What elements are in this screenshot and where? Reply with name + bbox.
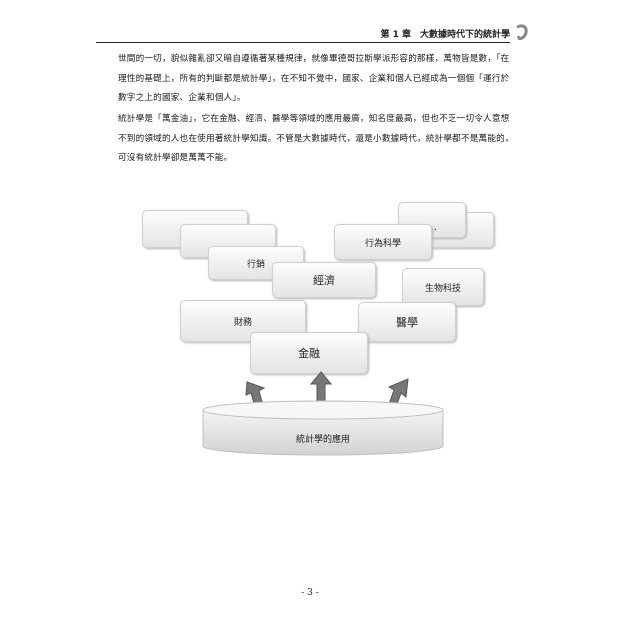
application-base-cylinder: [202, 400, 444, 456]
paragraph-1: 世間的一切，貌似雜亂卻又暗自遵循著某種規律，就像畢德哥拉斯學派形容的那樣，萬物皆…: [118, 54, 510, 104]
header-rule: [96, 42, 510, 43]
paragraph-2: 統計學是「萬金油」，它在金融、經濟、醫學等領域的應用最廣，知名度最高，但也不乏一…: [118, 114, 514, 164]
box-finance: 金融: [250, 332, 368, 374]
box-economics: 經濟: [272, 262, 376, 298]
chapter-corner-mark: [516, 24, 528, 41]
chapter-header: 第 1 章 大數據時代下的統計學: [380, 30, 510, 40]
page-number: - 3 -: [301, 588, 319, 598]
box-behavioral-science: 行為科學: [334, 224, 432, 260]
base-label: 統計學的應用: [295, 435, 350, 445]
box-ellipsis-right: …: [398, 202, 466, 238]
box-medicine: 醫學: [358, 302, 456, 342]
box-biotech: 生物科技: [402, 268, 484, 306]
